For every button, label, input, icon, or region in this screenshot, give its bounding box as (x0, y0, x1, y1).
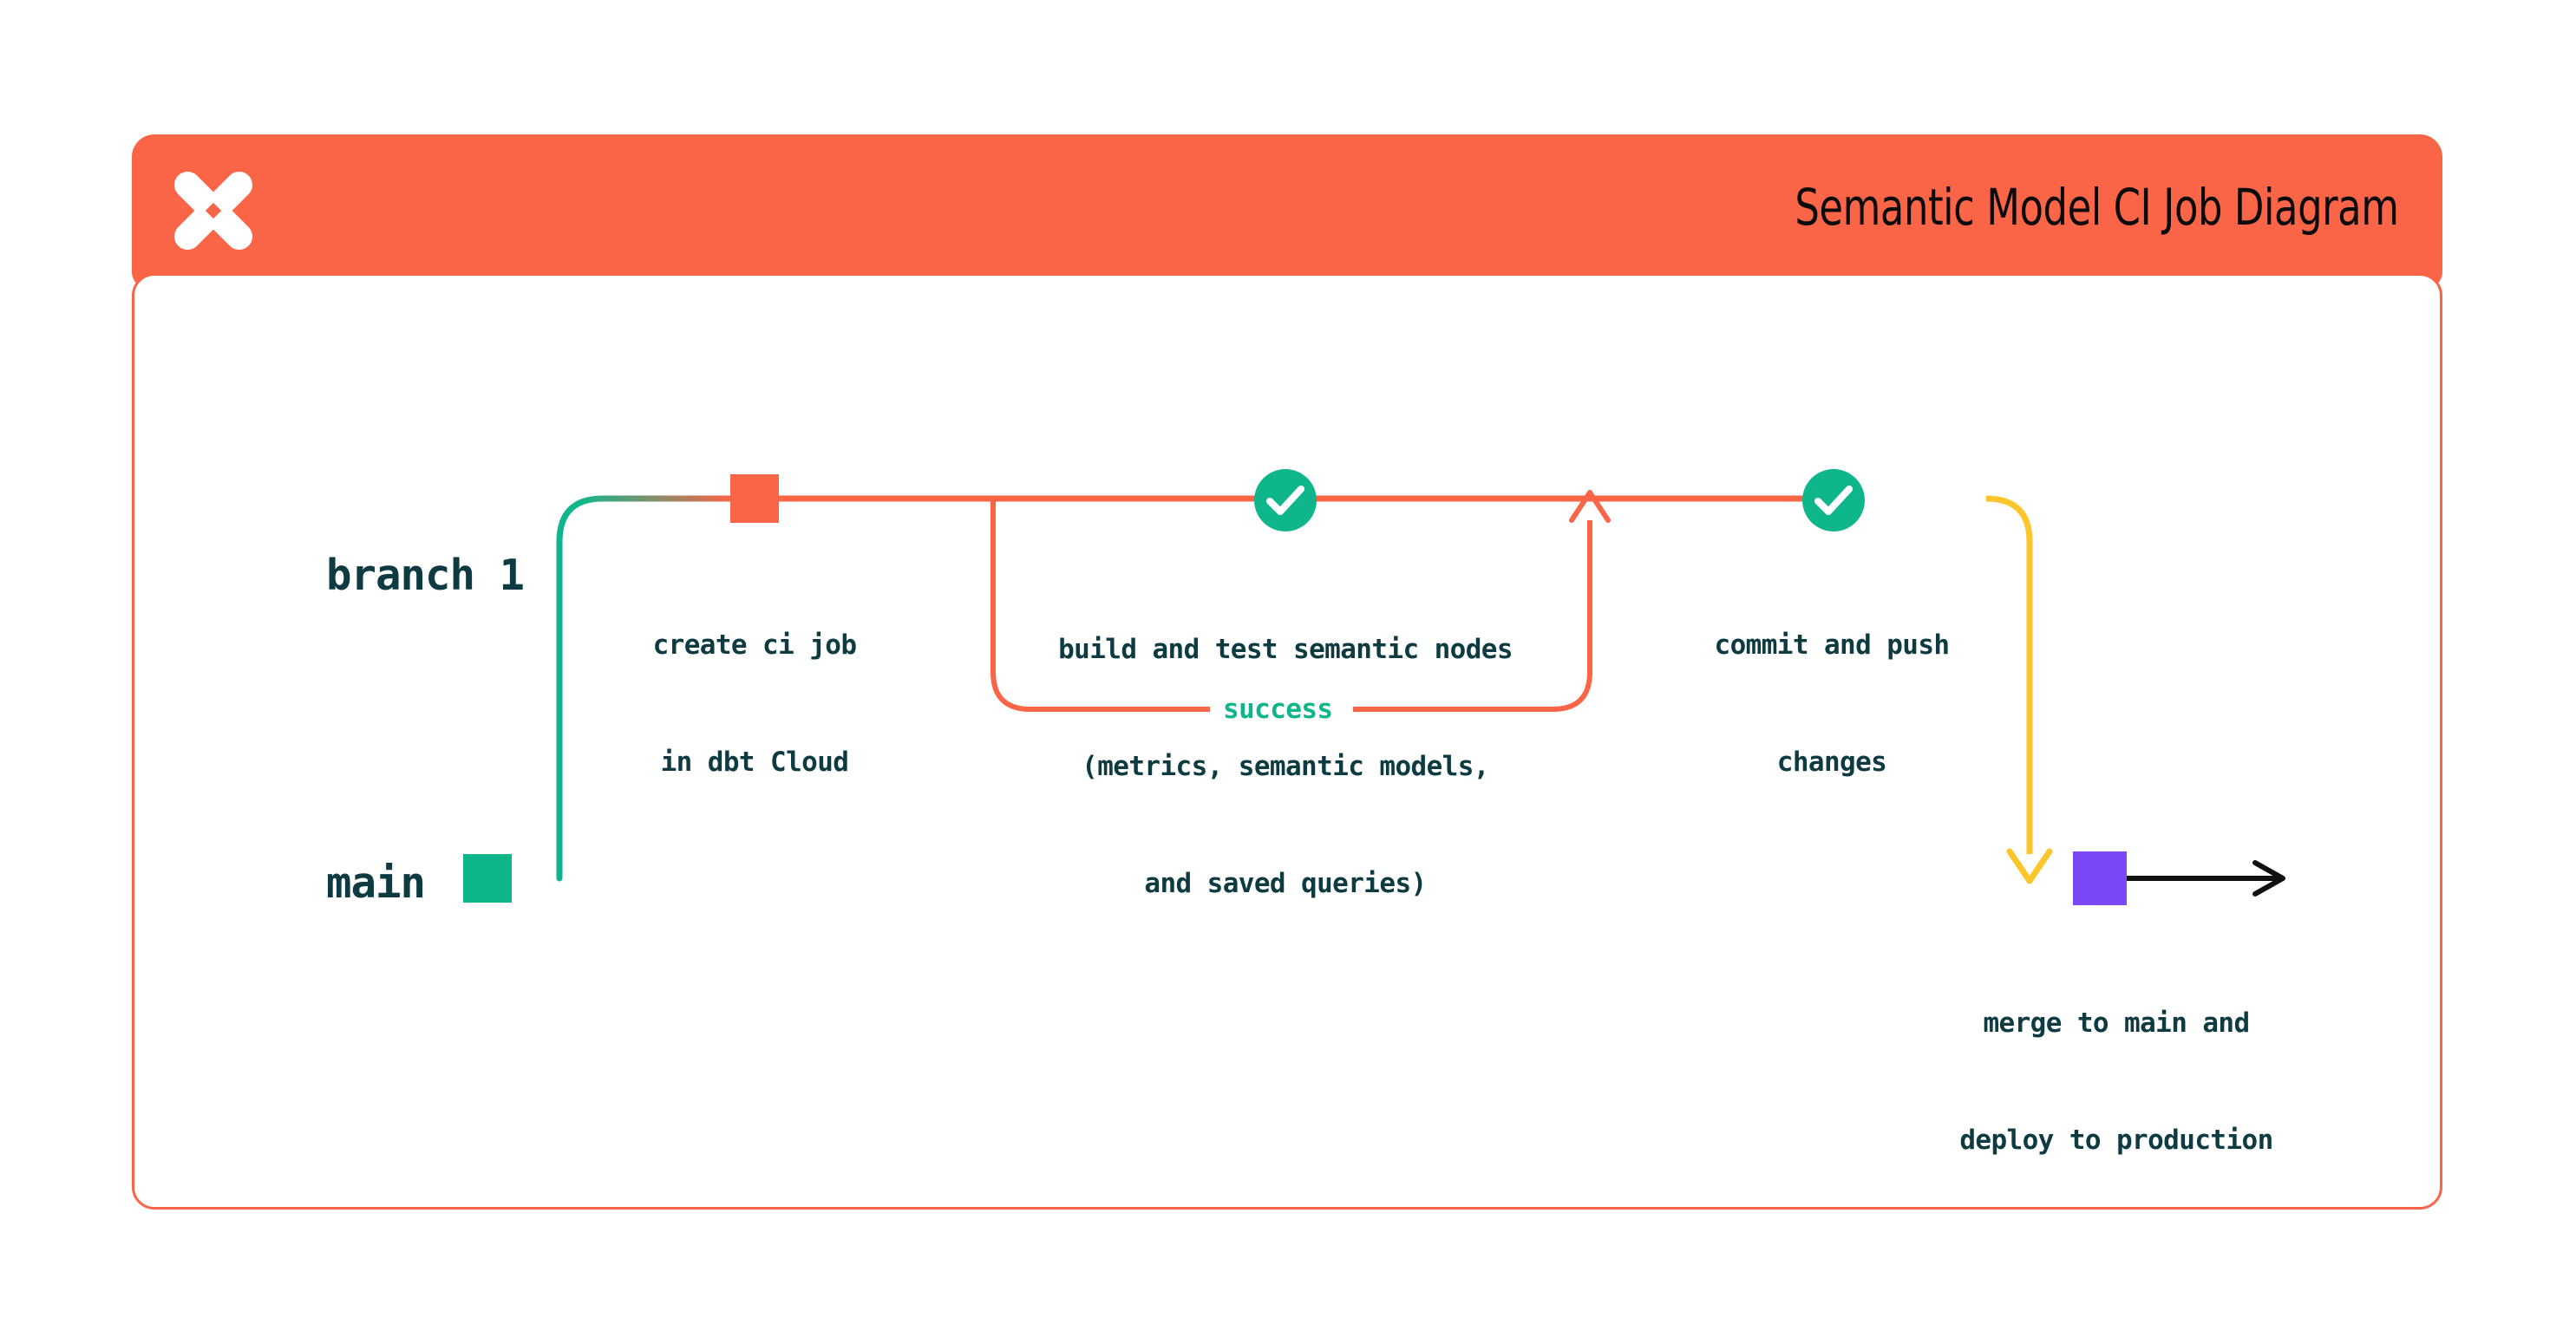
branch-label-branch-1: branch 1 (326, 551, 525, 600)
caption-line: changes (1776, 747, 1887, 778)
caption-line: (metrics, semantic models, (1082, 751, 1489, 782)
caption-line: create ci job (652, 629, 857, 661)
node-caption-commit-and-push: commit and push changes (1606, 548, 2057, 860)
node-caption-build-and-test: build and test semantic nodes (metrics, … (973, 552, 1598, 982)
diagram-card: Semantic Model CI Job Diagram (132, 134, 2442, 1210)
caption-line: merge to main and (1983, 1008, 2250, 1039)
caption-line: in dbt Cloud (660, 747, 849, 778)
caption-line: and saved queries) (1144, 868, 1427, 899)
branch-label-main: main (326, 858, 426, 908)
dbt-logo-icon (167, 164, 260, 258)
caption-line: deploy to production (1959, 1125, 2273, 1156)
node-caption-create-ci-job: create ci job in dbt Cloud (581, 548, 928, 860)
caption-line: commit and push (1714, 629, 1951, 661)
node-caption-merge-to-main: merge to main and deploy to production (1813, 926, 2420, 1238)
success-loop-label: success (1223, 694, 1333, 725)
caption-line: build and test semantic nodes (1058, 634, 1513, 665)
card-header: Semantic Model CI Job Diagram (132, 134, 2442, 288)
page-title: Semantic Model CI Job Diagram (1795, 178, 2400, 237)
card-body (132, 273, 2442, 1210)
